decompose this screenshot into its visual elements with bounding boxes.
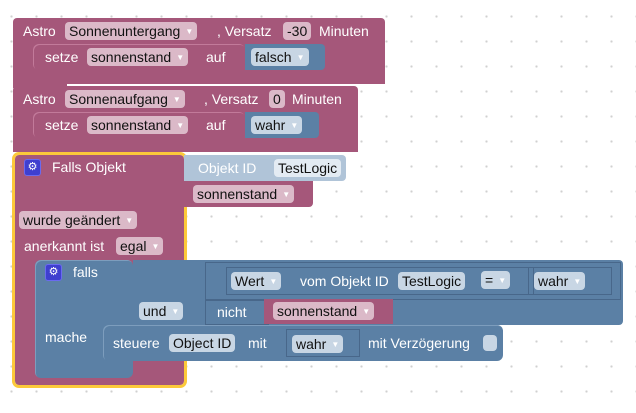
offset-input[interactable]: 0 xyxy=(269,90,285,108)
delay-label: mit Verzögerung xyxy=(368,335,470,351)
variable-block[interactable]: sonnenstand ▼ xyxy=(184,181,313,207)
boolean-dropdown[interactable]: falsch ▼ xyxy=(251,48,309,66)
if-block[interactable]: ⚙ falls mache xyxy=(35,260,133,378)
versatz-label: , Versatz xyxy=(217,23,272,39)
astro-event-value: Sonnenaufgang xyxy=(69,91,168,107)
astro-event-value: Sonnenuntergang xyxy=(69,23,181,39)
object-id-label: Objekt ID xyxy=(198,160,257,176)
get-value-block[interactable]: Wert ▼ vom Objekt ID TestLogic xyxy=(226,267,534,295)
not-block[interactable]: nicht xyxy=(205,300,269,325)
if-label: falls xyxy=(73,264,98,280)
object-id-field[interactable]: TestLogic xyxy=(274,159,342,177)
boolean-value-block[interactable]: wahr ▼ xyxy=(245,112,319,138)
trigger-label: Falls Objekt xyxy=(52,159,126,175)
variable-dropdown[interactable]: sonnenstand ▼ xyxy=(87,48,189,66)
set-label: setze xyxy=(45,49,79,65)
dropdown-arrow-icon: ▼ xyxy=(171,307,180,316)
compare-block[interactable]: Wert▼ vom Objekt ID TestLogic =▼ wahr▼ xyxy=(205,262,621,300)
dropdown-arrow-icon: ▼ xyxy=(282,190,291,199)
variable-dropdown[interactable]: sonnenstand ▼ xyxy=(273,302,375,320)
variable-value: sonnenstand xyxy=(91,49,172,65)
variable-dropdown[interactable]: sonnenstand ▼ xyxy=(87,116,189,134)
object-id-field[interactable]: Object ID xyxy=(169,334,236,352)
astro-sunrise-block[interactable]: Astro Sonnenaufgang ▼ , Versatz 0 Minuten xyxy=(13,86,358,152)
astro-event-dropdown[interactable]: Sonnenuntergang ▼ xyxy=(65,22,198,40)
ack-value: egal xyxy=(120,238,147,254)
gear-icon[interactable]: ⚙ xyxy=(45,264,62,281)
boolean-dropdown[interactable]: wahr ▼ xyxy=(292,335,344,353)
variable-value: sonnenstand xyxy=(197,186,278,202)
dropdown-arrow-icon: ▼ xyxy=(185,27,194,36)
boolean-value: falsch xyxy=(255,49,292,65)
versatz-label: , Versatz xyxy=(204,91,259,107)
dropdown-arrow-icon: ▼ xyxy=(151,242,160,251)
dropdown-arrow-icon: ▼ xyxy=(331,340,340,349)
dropdown-arrow-icon: ▼ xyxy=(172,95,181,104)
with-label: mit xyxy=(248,335,267,351)
boolean-value-block[interactable]: wahr ▼ xyxy=(528,267,612,295)
wert-value: Wert xyxy=(235,273,265,289)
boolean-value: wahr xyxy=(255,117,286,133)
and-inset xyxy=(133,260,134,325)
dropdown-arrow-icon: ▼ xyxy=(290,121,299,130)
dropdown-arrow-icon: ▼ xyxy=(362,307,371,316)
unit-label: Minuten xyxy=(292,91,342,107)
dropdown-arrow-icon: ▼ xyxy=(269,277,278,286)
delay-checkbox[interactable] xyxy=(483,335,497,351)
object-id-field[interactable]: TestLogic xyxy=(398,272,466,290)
dropdown-arrow-icon: ▼ xyxy=(296,53,305,62)
condition-value: wurde geändert xyxy=(23,212,121,228)
operator-dropdown[interactable]: und ▼ xyxy=(139,302,184,320)
control-label: steuere xyxy=(113,335,160,351)
offset-input[interactable]: -30 xyxy=(283,22,312,40)
ack-dropdown[interactable]: egal ▼ xyxy=(116,237,164,255)
dropdown-arrow-icon: ▼ xyxy=(573,277,582,286)
astro-label: Astro xyxy=(23,91,56,107)
set-label: setze xyxy=(45,117,79,133)
astro-event-dropdown[interactable]: Sonnenaufgang ▼ xyxy=(65,90,185,108)
object-id-block[interactable]: Objekt ID TestLogic xyxy=(184,155,346,181)
set-variable-block[interactable]: setze sonnenstand ▼ auf xyxy=(33,112,245,138)
boolean-value: wahr xyxy=(296,336,327,352)
dropdown-arrow-icon: ▼ xyxy=(176,121,185,130)
compare-operator-value: = xyxy=(485,272,494,288)
operator-value: und xyxy=(143,303,167,319)
astro-label: Astro xyxy=(23,23,56,39)
from-object-label: vom Objekt ID xyxy=(300,273,389,289)
to-label: auf xyxy=(206,49,226,65)
variable-value: sonnenstand xyxy=(277,303,358,319)
boolean-dropdown[interactable]: wahr ▼ xyxy=(251,116,303,134)
to-label: auf xyxy=(206,117,226,133)
do-label: mache xyxy=(45,329,88,345)
dropdown-arrow-icon: ▼ xyxy=(498,276,507,285)
not-label: nicht xyxy=(217,304,247,320)
boolean-value: wahr xyxy=(538,273,569,289)
unit-label: Minuten xyxy=(319,23,369,39)
compare-operator-dropdown[interactable]: =▼ xyxy=(481,271,511,289)
control-block[interactable]: steuere Object ID mit wahr ▼ mit Verzöger… xyxy=(103,325,503,361)
condition-dropdown[interactable]: wurde geändert ▼ xyxy=(19,211,138,229)
wert-dropdown[interactable]: Wert ▼ xyxy=(231,272,282,290)
variable-dropdown[interactable]: sonnenstand ▼ xyxy=(193,185,295,203)
ack-label: anerkannt ist xyxy=(24,238,105,254)
boolean-dropdown[interactable]: wahr ▼ xyxy=(534,272,586,290)
dropdown-arrow-icon: ▼ xyxy=(125,216,134,225)
gear-icon[interactable]: ⚙ xyxy=(24,159,41,176)
variable-block[interactable]: sonnenstand ▼ xyxy=(264,299,393,324)
variable-value: sonnenstand xyxy=(91,117,172,133)
dropdown-arrow-icon: ▼ xyxy=(176,53,185,62)
boolean-value-block[interactable]: wahr ▼ xyxy=(286,329,360,357)
boolean-value-block[interactable]: falsch ▼ xyxy=(245,44,325,70)
set-variable-block[interactable]: setze sonnenstand ▼ auf xyxy=(33,44,245,70)
